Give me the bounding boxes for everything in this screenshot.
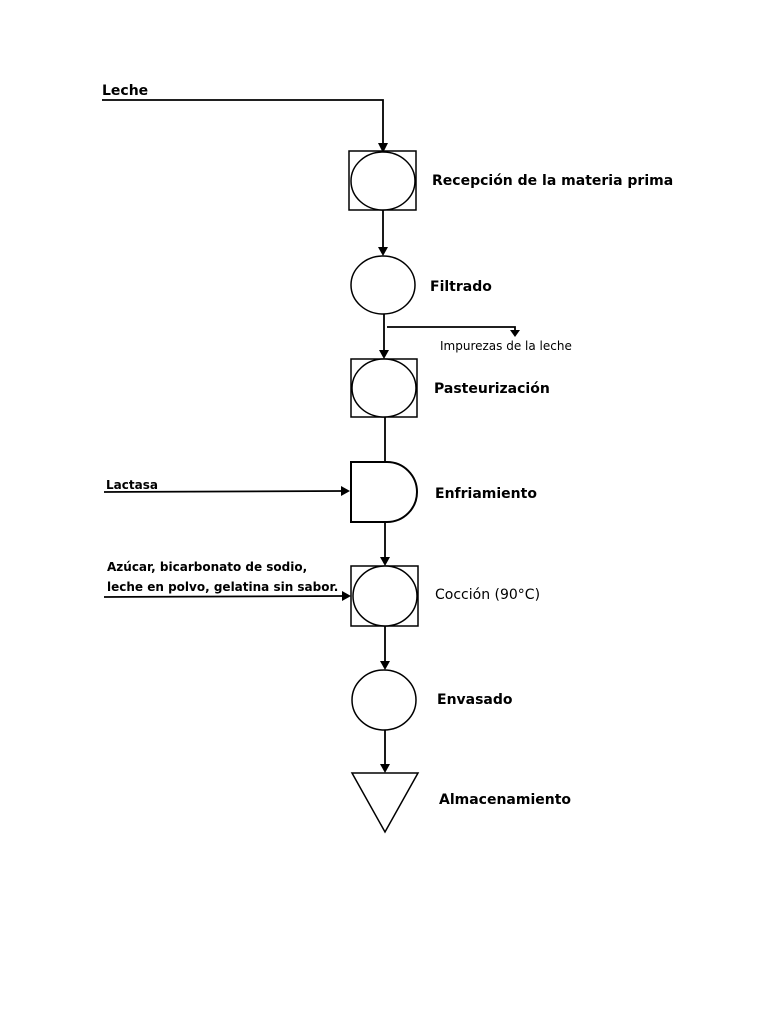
arrowhead-leche — [378, 143, 388, 153]
input-line-lactasa — [103, 490, 343, 493]
input-label-leche: Leche — [102, 83, 148, 99]
input-label-aditivos-line1: Azúcar, bicarbonato de sodio, — [107, 560, 307, 574]
arrowhead-4 — [380, 557, 390, 566]
step-label-coccion: Cocción (90°C) — [435, 587, 540, 603]
step-envasado-circle — [351, 669, 417, 731]
step-recepcion-circle — [350, 151, 416, 211]
step-label-enfriamiento: Enfriamiento — [435, 486, 537, 502]
input-label-lactasa: Lactasa — [106, 478, 158, 492]
step-pasteurizacion-circle — [351, 358, 417, 418]
input-line-aditivos — [103, 595, 344, 598]
step-label-recepcion: Recepción de la materia prima — [432, 173, 673, 189]
step-enfriamiento-d-shape — [350, 461, 418, 523]
arrowhead-5 — [380, 661, 390, 670]
step-label-pasteurizacion: Pasteurización — [434, 381, 550, 397]
arrowhead-6 — [380, 764, 390, 773]
input-label-aditivos-line2: leche en polvo, gelatina sin sabor. — [107, 580, 338, 594]
step-label-filtrado: Filtrado — [430, 279, 492, 295]
step-label-almacenamiento: Almacenamiento — [439, 792, 571, 808]
step-filtrado-circle — [350, 255, 416, 315]
step-almacenamiento-triangle — [350, 772, 420, 834]
arrowhead-1 — [378, 247, 388, 256]
arrowhead-2 — [379, 350, 389, 359]
arrowhead-impurezas — [510, 330, 520, 337]
arrowhead-aditivos — [342, 591, 351, 601]
input-line-leche — [102, 99, 384, 144]
output-label-impurezas: Impurezas de la leche — [440, 339, 572, 353]
step-label-envasado: Envasado — [437, 692, 513, 708]
step-coccion-circle — [352, 565, 418, 627]
output-line-impurezas — [387, 326, 516, 331]
arrowhead-lactasa — [341, 486, 350, 496]
